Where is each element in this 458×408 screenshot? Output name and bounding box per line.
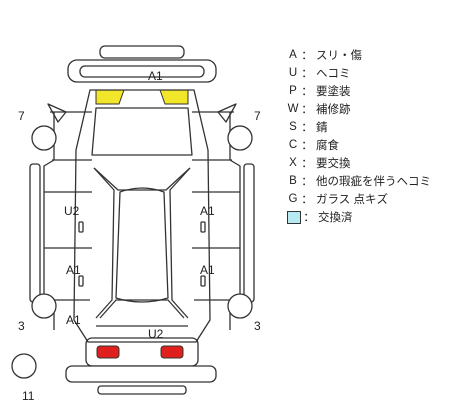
legend-text: ガラス 点キズ	[316, 194, 388, 206]
right-side-panel	[192, 111, 241, 330]
front-bumper-inner	[79, 65, 205, 78]
rear-label: U2	[148, 327, 164, 341]
windshield	[93, 167, 191, 191]
legend-key: A	[289, 49, 297, 61]
legend-key: P	[289, 85, 297, 97]
right-corner-label: 3	[254, 319, 261, 333]
front-left-wheel	[31, 125, 57, 151]
right-front-label: 7	[254, 109, 261, 123]
legend-separator: ：	[303, 212, 315, 224]
legend-separator: ：	[301, 86, 313, 98]
legend-key: U	[288, 67, 298, 79]
legend-text: 腐食	[316, 140, 339, 152]
legend-key: X	[289, 157, 297, 169]
legend-item: U ： ヘコミ	[286, 64, 454, 82]
front-bumper-outer	[67, 59, 217, 83]
damage-mark-red	[160, 345, 184, 359]
legend-separator: ：	[301, 176, 313, 188]
right-handle-front	[200, 221, 206, 233]
legend-separator: ：	[301, 122, 313, 134]
legend-item: P ： 要塗装	[286, 82, 454, 100]
legend-text: スリ・傷	[316, 50, 362, 62]
replaced-swatch	[287, 210, 301, 224]
left-handle-rear	[78, 275, 84, 287]
spare-tire	[11, 353, 37, 379]
legend-separator: ：	[301, 158, 313, 170]
legend-item: G ： ガラス 点キズ	[286, 190, 454, 208]
right-rear-door-label: A1	[200, 263, 215, 277]
rear-right-wheel	[227, 293, 253, 319]
legend-separator: ：	[301, 68, 313, 80]
legend-key: W	[287, 103, 299, 115]
front-bumper-label: A1	[148, 69, 163, 83]
legend-text: 要交換	[316, 158, 351, 170]
legend-text: 錆	[316, 122, 328, 134]
left-side-strip	[29, 163, 41, 303]
left-side-panel	[43, 111, 92, 330]
damage-mark-yellow	[159, 89, 189, 105]
front-top-strip	[99, 45, 185, 59]
left-front-door-label: U2	[64, 204, 80, 218]
spare-label: 11	[22, 389, 35, 403]
legend-text: ヘコミ	[316, 68, 351, 80]
legend-key: B	[289, 175, 297, 187]
rear-bottom-strip	[97, 385, 187, 395]
left-front-label: 7	[18, 109, 25, 123]
legend-item: W ： 補修跡	[286, 100, 454, 118]
right-front-door-label: A1	[200, 204, 215, 218]
legend-key: C	[288, 139, 298, 151]
hood	[91, 107, 193, 156]
right-mirror	[217, 103, 237, 123]
cabin-right	[169, 167, 191, 319]
rear-left-wheel	[31, 293, 57, 319]
legend-item: B ： 他の瑕疵を伴うヘコミ	[286, 172, 454, 190]
left-handle-front	[78, 221, 84, 233]
legend-separator: ：	[301, 194, 313, 206]
left-mirror	[47, 103, 67, 123]
legend-item: A ： スリ・傷	[286, 46, 454, 64]
cabin-left	[93, 167, 115, 319]
legend-item: S ： 錆	[286, 118, 454, 136]
right-handle-rear	[200, 275, 206, 287]
damage-mark-yellow	[95, 89, 125, 105]
left-rear-door-label: A1	[66, 263, 81, 277]
front-right-wheel	[227, 125, 253, 151]
legend-separator: ：	[301, 50, 313, 62]
legend-key: S	[289, 121, 297, 133]
left-corner-label: 3	[18, 319, 25, 333]
damage-mark-red	[96, 345, 120, 359]
left-rear-quarter-label: A1	[66, 313, 81, 327]
rear-window	[99, 299, 185, 319]
roof	[115, 187, 169, 303]
legend-key: G	[288, 193, 298, 205]
legend-text: 要塗装	[316, 86, 351, 98]
legend-separator: ：	[301, 104, 313, 116]
legend-text: 補修跡	[316, 104, 351, 116]
legend-separator: ：	[301, 140, 313, 152]
legend-item: X ： 要交換	[286, 154, 454, 172]
legend-item: C ： 腐食	[286, 136, 454, 154]
legend: A ： スリ・傷 U ： ヘコミ P ： 要塗装 W ： 補修跡 S ： 錆 C…	[286, 46, 454, 226]
legend-text: 他の瑕疵を伴うヘコミ	[316, 176, 431, 188]
right-side-strip	[243, 163, 255, 303]
car-body-outline	[73, 89, 211, 343]
legend-text: 交換済	[318, 212, 353, 224]
legend-item-replaced: ： 交換済	[286, 208, 454, 226]
rear-bumper	[65, 365, 217, 383]
